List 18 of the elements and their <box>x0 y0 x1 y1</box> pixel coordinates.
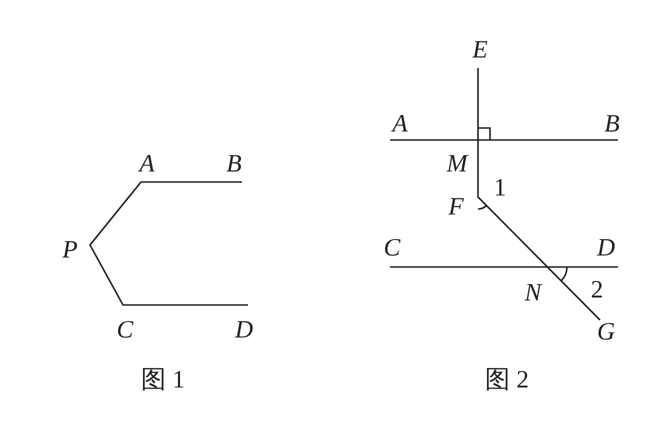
point-label: M <box>446 152 468 176</box>
point-label: P <box>62 238 78 262</box>
point-label: N <box>524 280 542 306</box>
point-label: B <box>226 152 242 176</box>
point-label: B <box>604 112 620 136</box>
figure-caption: 图 2 <box>485 368 529 392</box>
point-label: F <box>448 194 464 220</box>
point-label: C <box>116 318 134 342</box>
point-label: D <box>234 318 254 342</box>
point-label: C <box>384 236 400 260</box>
point-label: E <box>472 38 488 62</box>
point-label: D <box>596 236 616 260</box>
point-label: G <box>596 320 616 344</box>
point-label: A <box>392 112 408 136</box>
angle-label: 1 <box>494 176 506 200</box>
point-label: A <box>139 152 155 176</box>
angle-label: 2 <box>590 278 604 302</box>
figure-caption: 图 1 <box>141 368 185 392</box>
